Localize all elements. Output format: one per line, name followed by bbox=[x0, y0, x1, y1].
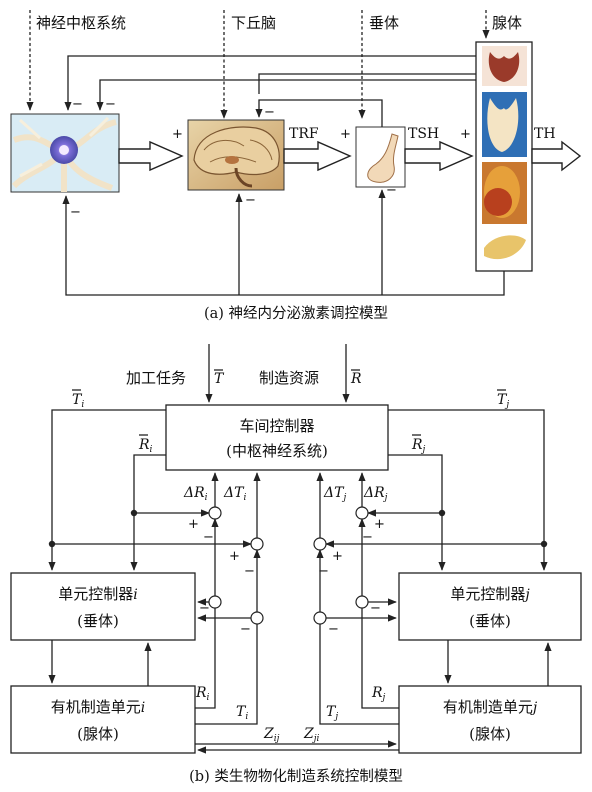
sign-minus-unit-j-R: − bbox=[370, 601, 381, 616]
workshop-to-unit-i-T-line bbox=[48, 409, 166, 571]
part-b-control-model: 加工任务 T 制造资源 R 车间控制器 (中枢神经系统) 单元控制器i (垂体)… bbox=[10, 344, 582, 785]
manufacturing-cell-i-box bbox=[10, 685, 196, 754]
workshop-controller-box bbox=[165, 404, 389, 471]
sign-plus-hypothalamus: + bbox=[172, 127, 183, 142]
sum-node-delta-T-i bbox=[250, 537, 264, 551]
unit-controller-j-title: 单元控制器j bbox=[450, 585, 530, 603]
manufacturing-cell-i-title: 有机制造单元i bbox=[51, 698, 146, 716]
unit-controller-j-subtitle: (垂体) bbox=[469, 612, 511, 630]
sign-minus-cns-2: − bbox=[105, 97, 116, 112]
sign-plus-sum-T-i: + bbox=[229, 549, 240, 564]
label-cns: 神经中枢系统 bbox=[36, 14, 126, 32]
input-resource-symbol: R bbox=[350, 371, 362, 387]
sign-minus-sum-T-i: − bbox=[244, 564, 255, 579]
sign-minus-hypothalamus-top: − bbox=[264, 105, 275, 120]
sign-plus-pituitary: + bbox=[340, 127, 351, 142]
sum-node-unit-j-T bbox=[313, 611, 327, 625]
label-T-j: Tj bbox=[326, 704, 338, 722]
label-R-i-bar: Ri bbox=[138, 437, 153, 455]
pituitary-to-hypothalamus-feedback bbox=[255, 99, 383, 127]
cell-i-T-feedback bbox=[195, 624, 258, 725]
label-T-i-bar: Ti bbox=[72, 392, 84, 410]
gland-bottom-feedback-to-cns bbox=[62, 195, 505, 296]
label-hypothalamus: 下丘脑 bbox=[231, 14, 276, 32]
label-T-j-bar: Tj bbox=[497, 392, 509, 410]
cell-j-T-feedback bbox=[319, 624, 399, 725]
sign-minus-sum-R-j: − bbox=[362, 530, 373, 545]
signal-tsh: TSH bbox=[408, 126, 439, 142]
workshop-to-unit-i-R-line bbox=[130, 454, 166, 571]
label-gland: 腺体 bbox=[492, 14, 522, 32]
workshop-to-unit-j-R-line bbox=[388, 454, 446, 571]
hypothalamus-to-pituitary-fat-arrow bbox=[283, 140, 352, 172]
sign-minus-cns-1: − bbox=[72, 97, 83, 112]
sign-minus-unit-i-T: − bbox=[240, 622, 251, 637]
caption-a: (a) 神经内分泌激素调控模型 bbox=[204, 305, 388, 322]
sign-plus-sum-R-i: + bbox=[188, 517, 199, 532]
manufacturing-cell-i-subtitle: (腺体) bbox=[77, 725, 119, 743]
unit-controller-j-box bbox=[398, 572, 582, 641]
manufacturing-cell-j-subtitle: (腺体) bbox=[469, 725, 511, 743]
sign-plus-sum-R-j: + bbox=[374, 517, 385, 532]
manufacturing-cell-j-title: 有机制造单元j bbox=[443, 698, 538, 716]
signal-trf: TRF bbox=[289, 126, 319, 142]
sign-minus-sum-T-j: − bbox=[318, 564, 329, 579]
unit-controller-i-title: 单元控制器i bbox=[58, 585, 138, 603]
input-resource-label: 制造资源 bbox=[259, 369, 319, 387]
signal-th: TH bbox=[534, 126, 556, 142]
pituitary-picture bbox=[355, 126, 406, 188]
cns-to-hypothalamus-fat-arrow bbox=[118, 140, 184, 172]
unit-controller-i-subtitle: (垂体) bbox=[77, 612, 119, 630]
sum-node-delta-T-j bbox=[313, 537, 327, 551]
cell-i-R-feedback bbox=[195, 608, 216, 709]
sign-minus-cns-bottom: − bbox=[70, 205, 81, 220]
label-pituitary: 垂体 bbox=[369, 14, 399, 32]
label-delta-R-i: ΔRi bbox=[183, 485, 208, 503]
sign-minus-hypothalamus-bottom: − bbox=[245, 193, 256, 208]
label-R-j: Rj bbox=[371, 685, 386, 703]
label-T-i: Ti bbox=[236, 704, 248, 722]
sign-plus-sum-T-j: + bbox=[332, 549, 343, 564]
sum-node-unit-j-R bbox=[355, 595, 369, 609]
label-R-j-bar: Rj bbox=[411, 437, 426, 455]
sum-node-delta-R-i bbox=[208, 506, 222, 520]
caption-b: (b) 类生物物化制造系统控制模型 bbox=[189, 768, 403, 785]
unit-controller-i-box bbox=[10, 572, 196, 641]
gland-to-cns-feedback bbox=[64, 55, 476, 111]
cell-j-R-feedback bbox=[361, 608, 399, 709]
label-delta-T-j: ΔTj bbox=[323, 485, 346, 503]
label-R-i: Ri bbox=[195, 685, 210, 703]
workshop-controller-subtitle: (中枢神经系统) bbox=[226, 442, 328, 460]
cns-neuron-picture bbox=[10, 113, 120, 193]
sign-plus-gland: + bbox=[460, 127, 471, 142]
gland-output-fat-arrow bbox=[531, 140, 582, 172]
manufacturing-cell-j-box bbox=[398, 685, 582, 754]
workshop-controller-title: 车间控制器 bbox=[239, 417, 314, 435]
hypothalamus-brain-picture bbox=[187, 119, 285, 191]
gland-to-cns-feedback-2 bbox=[96, 79, 476, 111]
sign-minus-sum-R-i: − bbox=[203, 530, 214, 545]
label-delta-T-i: ΔTi bbox=[223, 485, 246, 503]
sign-minus-unit-i-R: − bbox=[199, 601, 210, 616]
label-Z-ji: Zji bbox=[303, 726, 320, 744]
gland-organs-panel bbox=[475, 41, 533, 272]
sign-minus-pituitary-bottom: − bbox=[386, 183, 397, 198]
sum-node-unit-i-T bbox=[250, 611, 264, 625]
sum-node-delta-R-j bbox=[355, 506, 369, 520]
pituitary-to-gland-fat-arrow bbox=[404, 140, 474, 172]
input-task-label: 加工任务 bbox=[126, 369, 186, 387]
workshop-to-unit-j-T-line bbox=[388, 409, 548, 571]
sign-minus-unit-j-T: − bbox=[328, 622, 339, 637]
label-delta-R-j: ΔRj bbox=[363, 485, 388, 503]
gland-to-hypothalamus-line bbox=[258, 73, 476, 94]
label-Z-ij: Zij bbox=[263, 726, 280, 744]
input-task-symbol: T bbox=[214, 371, 225, 387]
part-a-neuroendocrine-model: 神经中枢系统 下丘脑 垂体 腺体 bbox=[10, 10, 582, 322]
sum-node-unit-i-R bbox=[208, 595, 222, 609]
